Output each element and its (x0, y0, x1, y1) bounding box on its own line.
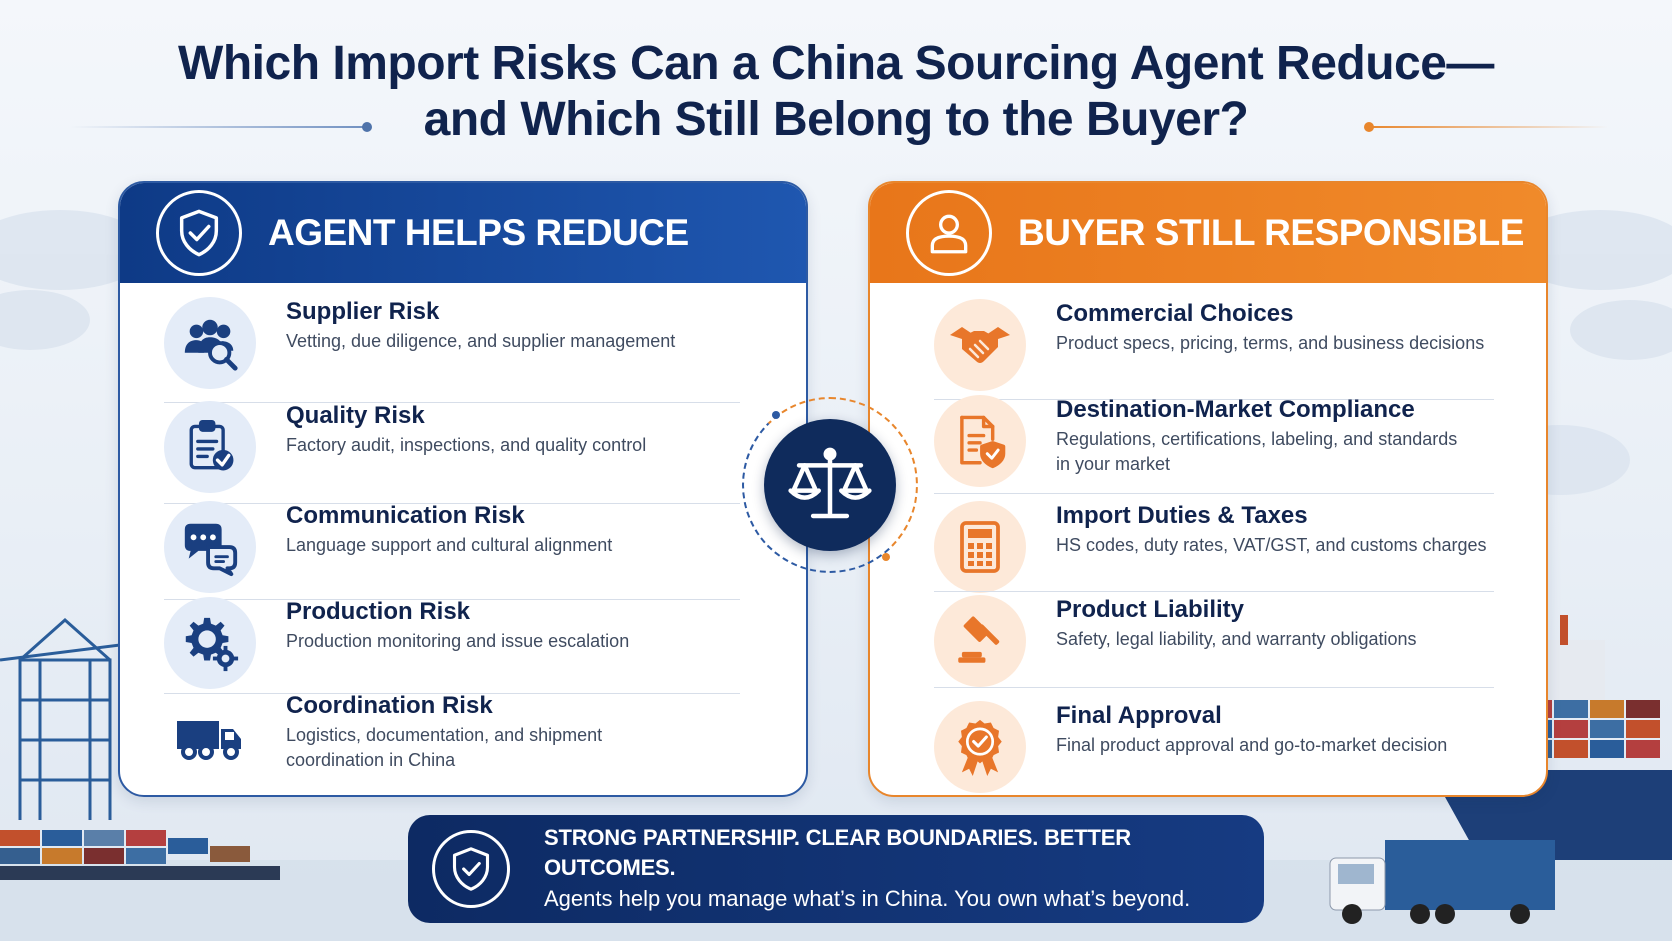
summary-banner: STRONG PARTNERSHIP. CLEAR BOUNDARIES. BE… (408, 815, 1264, 923)
row-description: Vetting, due diligence, and supplier man… (286, 331, 676, 351)
row-description: Language support and cultural alignment (286, 535, 613, 555)
document-shield-icon (934, 395, 1026, 487)
row-title: Commercial Choices (1056, 300, 1294, 327)
row-divider (164, 402, 740, 403)
page-title-line-2: and Which Still Belong to the Buyer? (423, 93, 1249, 146)
agent-panel-header: AGENT HELPS REDUCE (120, 183, 806, 283)
row-divider (934, 493, 1494, 494)
row-description: Regulations, certifications, labeling, a… (1056, 429, 1458, 474)
title-divider-left (70, 126, 370, 128)
approval-badge-icon (934, 701, 1026, 793)
list-item-production-risk: Production Risk Production monitoring an… (164, 597, 629, 689)
agent-panel-title: AGENT HELPS REDUCE (268, 212, 689, 253)
row-description: Product specs, pricing, terms, and busin… (1056, 333, 1485, 353)
row-description: Logistics, documentation, and shipment c… (286, 725, 603, 770)
row-description: Production monitoring and issue escalati… (286, 631, 630, 651)
row-divider (934, 399, 1494, 400)
list-item-final-approval: Final Approval Final product approval an… (934, 701, 1447, 793)
list-item-communication-risk: Communication Risk Language support and … (164, 501, 612, 593)
title-divider-dot-right (1364, 122, 1374, 132)
row-description: HS codes, duty rates, VAT/GST, and custo… (1056, 535, 1487, 555)
row-title: Quality Risk (286, 402, 425, 429)
list-item-import-duties-taxes: Import Duties & Taxes HS codes, duty rat… (934, 501, 1487, 593)
row-divider (934, 591, 1494, 592)
row-divider (164, 503, 740, 504)
page-title-line-1: Which Import Risks Can a China Sourcing … (178, 37, 1494, 90)
row-divider (164, 599, 740, 600)
list-item-commercial-choices: Commercial Choices Product specs, pricin… (934, 299, 1484, 391)
page-title: Which Import Risks Can a China Sourcing … (0, 36, 1672, 148)
scale-emblem-ring (742, 397, 918, 573)
banner-headline: STRONG PARTNERSHIP. CLEAR BOUNDARIES. BE… (544, 825, 1131, 880)
list-item-supplier-risk: Supplier Risk Vetting, due diligence, an… (164, 297, 675, 389)
buyer-panel: BUYER STILL RESPONSIBLE Commercial Choic… (868, 181, 1548, 797)
truck-graphic (1329, 840, 1555, 924)
row-title: Import Duties & Taxes (1056, 502, 1308, 529)
truck-icon (164, 691, 256, 783)
list-item-coordination-risk: Coordination Risk Logistics, documentati… (164, 691, 602, 783)
list-item-product-liability: Product Liability Safety, legal liabilit… (934, 595, 1417, 687)
title-divider-right (1368, 126, 1608, 128)
ring-dot-orange (882, 553, 890, 561)
gears-icon (164, 597, 256, 689)
chat-bubbles-icon (164, 501, 256, 593)
row-description: Factory audit, inspections, and quality … (286, 435, 647, 455)
buyer-panel-title: BUYER STILL RESPONSIBLE (1018, 212, 1524, 253)
calculator-icon (934, 501, 1026, 593)
list-item-quality-risk: Quality Risk Factory audit, inspections,… (164, 401, 646, 493)
row-divider (934, 687, 1494, 688)
container-stack-left (0, 830, 280, 880)
list-item-destination-market-compliance: Destination-Market Compliance Regulation… (934, 395, 1457, 487)
shield-check-icon (432, 830, 510, 908)
row-divider (164, 693, 740, 694)
balance-scale-icon (764, 419, 896, 551)
banner-subline: Agents help you manage what’s in China. … (544, 886, 1191, 911)
row-title: Final Approval (1056, 702, 1222, 729)
people-search-icon (164, 297, 256, 389)
row-title: Production Risk (286, 598, 471, 625)
row-description: Safety, legal liability, and warranty ob… (1056, 629, 1417, 649)
handshake-icon (934, 299, 1026, 391)
gavel-icon (934, 595, 1026, 687)
buyer-panel-header: BUYER STILL RESPONSIBLE (870, 183, 1546, 283)
row-title: Destination-Market Compliance (1056, 396, 1415, 423)
person-icon (906, 190, 992, 276)
row-title: Product Liability (1056, 596, 1245, 623)
row-title: Supplier Risk (286, 298, 440, 325)
shield-check-icon (156, 190, 242, 276)
row-description: Final product approval and go-to-market … (1056, 735, 1448, 755)
clipboard-check-icon (164, 401, 256, 493)
row-title: Communication Risk (286, 502, 525, 529)
agent-panel: AGENT HELPS REDUCE Supplier Risk (118, 181, 808, 797)
ring-dot-blue (772, 411, 780, 419)
row-title: Coordination Risk (286, 692, 493, 719)
title-divider-dot-left (362, 122, 372, 132)
